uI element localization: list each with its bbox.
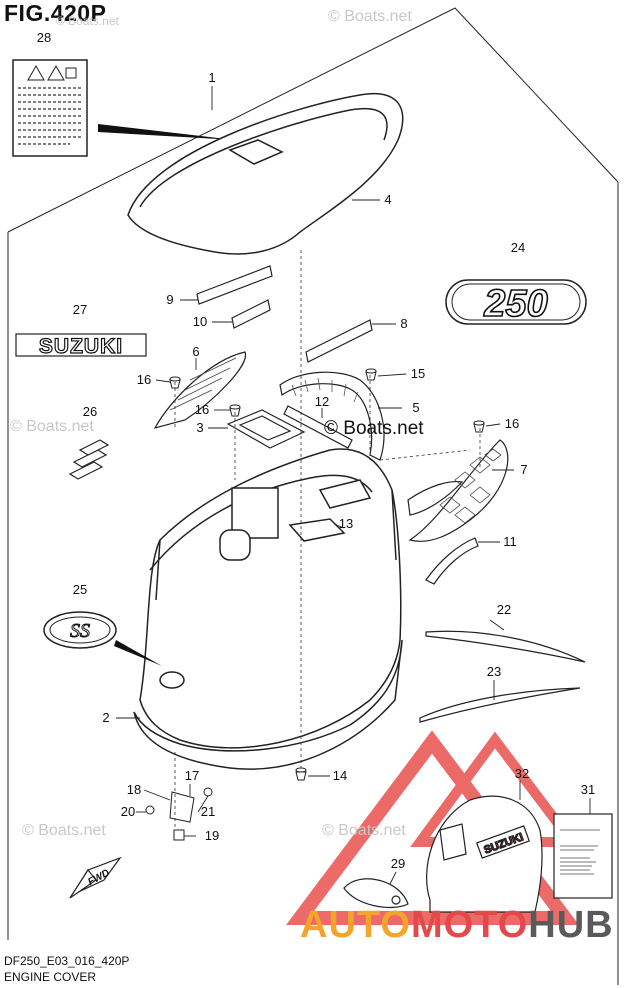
side-grille-7 (407, 439, 509, 542)
brand-part-moto: MOTO (410, 904, 529, 946)
callout-25: 24 (511, 240, 525, 255)
bracket-3 (226, 409, 306, 449)
callout-16b: 16 (505, 416, 519, 431)
brand-part-hub: HUB (528, 904, 614, 946)
brand-decal-28: SUZUKI (15, 333, 147, 359)
callout-16a: 16 (137, 372, 151, 387)
strip-11 (425, 537, 479, 585)
callout-22: 21 (201, 804, 215, 819)
watermark-top: © Boats.net (328, 8, 412, 25)
callout-numbers: 28 1 4 24 9 27 10 8 6 15 16 12 16 5 26 1… (37, 30, 595, 871)
callout-5: 5 (412, 400, 419, 415)
stripe-decal-23 (425, 630, 586, 663)
figure-title: FIG.420P (4, 0, 107, 26)
forward-arrow-icon: FWD (69, 856, 122, 899)
callout-17: 16 (195, 402, 209, 417)
callout-32: 32 (515, 766, 529, 781)
callout-12: 12 (315, 394, 329, 409)
watermark-top-left: © Boats.net (56, 14, 119, 28)
callout-31: 31 (581, 782, 595, 797)
callout-26: 25 (73, 582, 87, 597)
tag-30 (343, 878, 409, 909)
watermark-center: © Boats.net (324, 418, 424, 439)
s-emblem-27 (68, 439, 110, 480)
callout-4: 4 (384, 192, 391, 207)
latch-hardware (145, 787, 213, 841)
model-decal-25: 250 (445, 279, 587, 326)
callout-9: 9 (166, 292, 173, 307)
dashed-leaders (174, 250, 481, 830)
cover-bag-32: SUZUKI (426, 795, 543, 913)
watermark-bottom-mid: © Boats.net (322, 822, 406, 839)
frame-box (7, 7, 619, 985)
figure-subtitle: ENGINE COVER (4, 970, 97, 984)
callout-24: 23 (487, 664, 501, 679)
model-code: DF250_E03_016_420P (4, 954, 130, 968)
callout-20: 19 (205, 828, 219, 843)
seal-12 (283, 405, 353, 449)
callout-leaders (116, 86, 591, 885)
ss-emblem-text: SS (70, 620, 90, 642)
model-decal-text: 250 (483, 283, 547, 325)
brand-part-auto: AUTO (300, 904, 411, 946)
label-placement-arrow (98, 124, 235, 140)
emblem-placement-arrow (114, 640, 162, 666)
callout-29: 28 (37, 30, 51, 45)
stripe-decal-24 (419, 687, 581, 723)
callout-6: 6 (192, 344, 199, 359)
callout-15: 15 (411, 366, 425, 381)
warning-label-29 (12, 59, 88, 157)
brand-decal-text: SUZUKI (39, 335, 123, 358)
callout-28: 27 (73, 302, 87, 317)
callout-21: 20 (121, 804, 135, 819)
ss-emblem-26: SS (43, 611, 117, 649)
callout-8: 8 (400, 316, 407, 331)
callout-27: 26 (83, 404, 97, 419)
seal-strips (196, 265, 373, 363)
callout-14: 14 (333, 768, 347, 783)
callout-10: 10 (193, 314, 207, 329)
callout-3: 3 (196, 420, 203, 435)
top-cover-1 (127, 92, 404, 255)
callout-7: 7 (520, 462, 527, 477)
callout-2: 2 (102, 710, 109, 725)
callout-23: 22 (497, 602, 511, 617)
callout-13: 13 (339, 516, 353, 531)
side-grille-6 (153, 351, 246, 429)
main-engine-cover-2 (133, 448, 403, 770)
callout-18: 17 (185, 768, 199, 783)
brand-overlay: AUTOMOTOHUB (300, 904, 614, 947)
callout-11: 11 (503, 534, 517, 549)
watermark-bottom-left: © Boats.net (22, 822, 106, 839)
callout-30: 29 (391, 856, 405, 871)
callout-19: 18 (127, 782, 141, 797)
owners-manual-31 (553, 813, 613, 899)
watermark-left: © Boats.net (10, 418, 94, 435)
callout-1: 1 (208, 70, 215, 85)
